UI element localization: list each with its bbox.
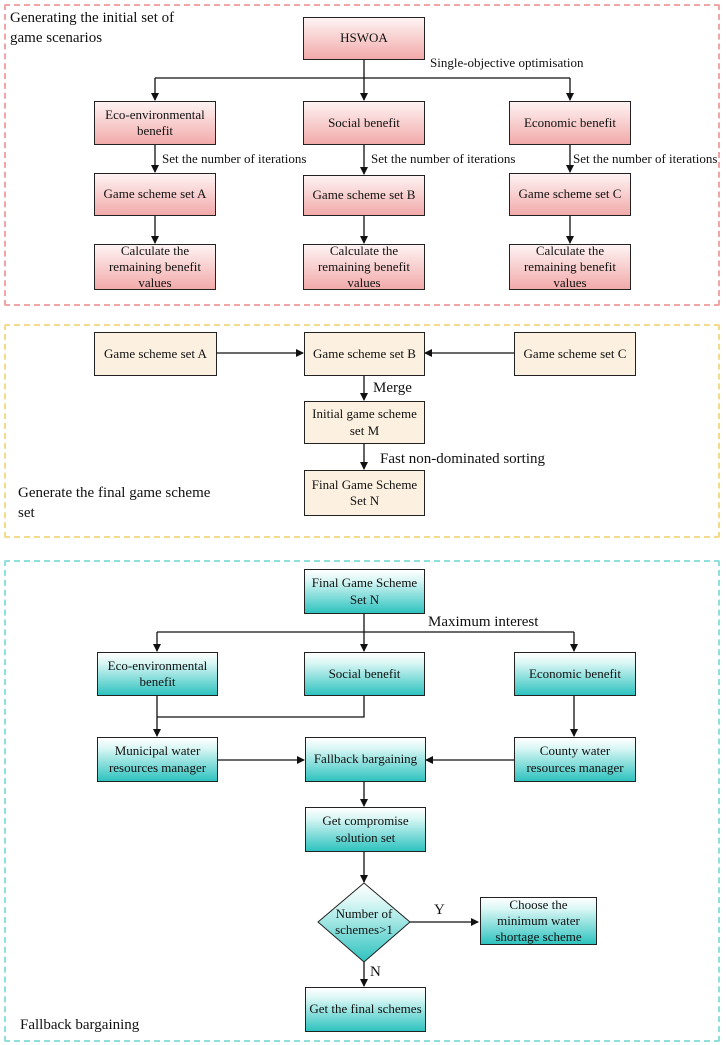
economic-benefit-box-1: Economic benefit xyxy=(509,101,631,145)
section-final-scheme-set xyxy=(4,324,720,538)
social-benefit-box-1: Social benefit xyxy=(303,101,425,145)
calculate-remaining-c: Calculate the remaining benefit values xyxy=(509,243,631,290)
iterations-label-b: Set the number of iterations xyxy=(371,151,516,166)
calculate-remaining-b: Calculate the remaining benefit values xyxy=(303,243,425,290)
county-manager-box: County water resources manager xyxy=(514,737,636,782)
game-scheme-set-a-1: Game scheme set A xyxy=(94,173,216,216)
eco-benefit-box-3: Eco-environmental benefit xyxy=(97,652,218,696)
decision-diamond xyxy=(317,882,411,963)
municipal-manager-box: Municipal water resources manager xyxy=(97,737,218,782)
game-scheme-set-b-2: Game scheme set B xyxy=(304,332,425,376)
hswoa-box: HSWOA xyxy=(303,17,425,60)
calculate-remaining-a: Calculate the remaining benefit values xyxy=(94,243,216,290)
line-social-merge xyxy=(157,696,365,718)
section-3-title: Fallback bargaining xyxy=(20,1017,140,1033)
choose-minimum-shortage-box: Choose the minimum water shortage scheme xyxy=(480,897,597,945)
section-fallback-bargaining xyxy=(4,560,720,1042)
no-label: N xyxy=(370,964,381,980)
iterations-label-a: Set the number of iterations xyxy=(162,151,307,166)
economic-benefit-box-3: Economic benefit xyxy=(514,652,636,696)
yes-label: Y xyxy=(434,902,445,918)
game-scheme-set-c-2: Game scheme set C xyxy=(514,332,636,376)
section-initial-scenarios xyxy=(4,4,720,306)
fallback-bargaining-box: Fallback bargaining xyxy=(305,737,426,782)
game-scheme-set-c-1: Game scheme set C xyxy=(509,173,631,216)
section-2-title: Generate the final game scheme set xyxy=(18,485,211,522)
single-objective-label: Single-objective optimisation xyxy=(430,55,584,70)
final-scheme-set-n-3: Final Game Scheme Set N xyxy=(304,569,425,614)
fast-sorting-label: Fast non-dominated sorting xyxy=(380,451,545,467)
iterations-label-c: Set the number of iterations xyxy=(573,151,718,166)
compromise-set-box: Get compromise solution set xyxy=(305,807,426,852)
initial-scheme-set-m: Initial game scheme set M xyxy=(304,401,425,444)
eco-benefit-box-1: Eco-environmental benefit xyxy=(94,101,216,145)
game-scheme-set-b-1: Game scheme set B xyxy=(303,175,425,216)
game-scheme-set-a-2: Game scheme set A xyxy=(94,332,217,376)
final-scheme-set-n-2: Final Game Scheme Set N xyxy=(304,470,425,516)
section-1-title: Generating the initial set of game scena… xyxy=(10,10,175,47)
final-schemes-box: Get the final schemes xyxy=(305,987,426,1032)
decision-label: Number of schemes>1 xyxy=(335,905,393,937)
social-benefit-box-3: Social benefit xyxy=(304,652,425,696)
merge-label: Merge xyxy=(373,380,412,396)
maximum-interest-label: Maximum interest xyxy=(428,614,539,630)
